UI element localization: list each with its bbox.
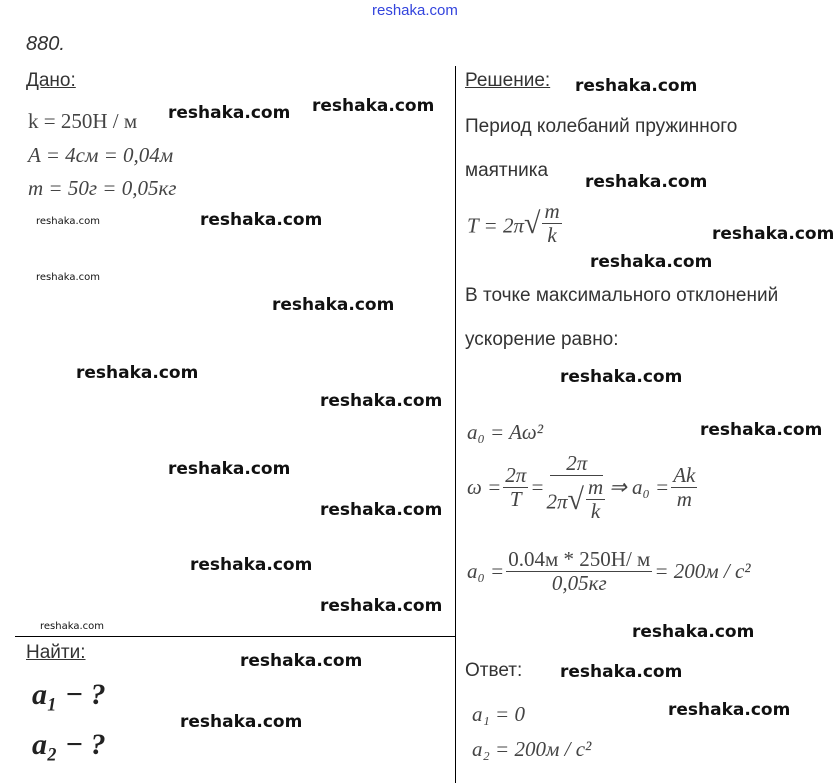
watermark: reshaka.com [272, 295, 395, 315]
fraction-den: T [509, 487, 522, 512]
watermark: reshaka.com [575, 76, 698, 96]
answer-line: a₁ = 0 [472, 702, 525, 726]
formula-lhs: T = 2π [467, 213, 524, 238]
solution-text: маятника [465, 160, 549, 181]
watermark: reshaka.com [190, 555, 313, 575]
given-title: Дано: [26, 70, 76, 91]
answer-title: Ответ: [465, 660, 523, 681]
watermark: reshaka.com [40, 621, 104, 632]
find-line: a₂ − ? [32, 728, 106, 761]
header-link[interactable]: reshaka.com [372, 2, 458, 19]
fraction-den: m [676, 487, 692, 512]
fraction-num: m [542, 199, 562, 225]
fraction-den: 2π [546, 489, 568, 514]
formula-a0: a₀ = Aω² [467, 420, 544, 444]
answer-line: a₂ = 200м / с² [472, 737, 592, 761]
fraction-num: 0.04м * 250Н/ м [506, 547, 653, 573]
watermark: reshaka.com [320, 391, 443, 411]
formula-part: ω = [467, 475, 502, 500]
formula-part: a₀ = [467, 559, 505, 584]
horizontal-divider [15, 636, 455, 637]
formula-part: = [530, 475, 545, 500]
watermark: reshaka.com [560, 662, 683, 682]
given-line: m = 50г = 0,05кг [28, 176, 177, 200]
watermark: reshaka.com [180, 712, 303, 732]
watermark: reshaka.com [320, 596, 443, 616]
watermark: reshaka.com [560, 367, 683, 387]
find-line: a₁ − ? [32, 678, 106, 711]
watermark: reshaka.com [76, 363, 199, 383]
fraction-den: k [547, 223, 557, 248]
watermark: reshaka.com [712, 224, 835, 244]
fraction-num: m [585, 475, 606, 501]
watermark: reshaka.com [700, 420, 823, 440]
watermark: reshaka.com [36, 216, 100, 227]
watermark: reshaka.com [585, 172, 708, 192]
watermark: reshaka.com [668, 700, 791, 720]
vertical-divider [455, 66, 456, 783]
problem-number: 880. [26, 33, 65, 55]
watermark: reshaka.com [312, 96, 435, 116]
watermark: reshaka.com [168, 459, 291, 479]
find-title: Найти: [26, 642, 86, 663]
watermark: reshaka.com [36, 272, 100, 283]
solution-text: ускорение равно: [465, 329, 619, 350]
solution-text: Период колебаний пружинного [465, 116, 738, 137]
watermark: reshaka.com [320, 500, 443, 520]
fraction-den: 0,05кг [551, 571, 607, 596]
formula-part: ⇒ a₀ = [609, 475, 670, 500]
solution-text: В точке максимального отклонений [465, 285, 779, 306]
fraction-den: k [590, 499, 601, 524]
formula-part: = 200м / с² [654, 559, 751, 584]
given-line: k = 250H / м [28, 109, 138, 133]
watermark: reshaka.com [200, 210, 323, 230]
solution-title: Решение: [465, 70, 551, 91]
watermark: reshaka.com [590, 252, 713, 272]
given-line: A = 4см = 0,04м [28, 143, 174, 167]
fraction-num: Ak [671, 463, 698, 489]
fraction-num: 2π [550, 451, 604, 477]
watermark: reshaka.com [632, 622, 755, 642]
watermark: reshaka.com [240, 651, 363, 671]
watermark: reshaka.com [168, 103, 291, 123]
fraction-num: 2π [503, 463, 529, 489]
